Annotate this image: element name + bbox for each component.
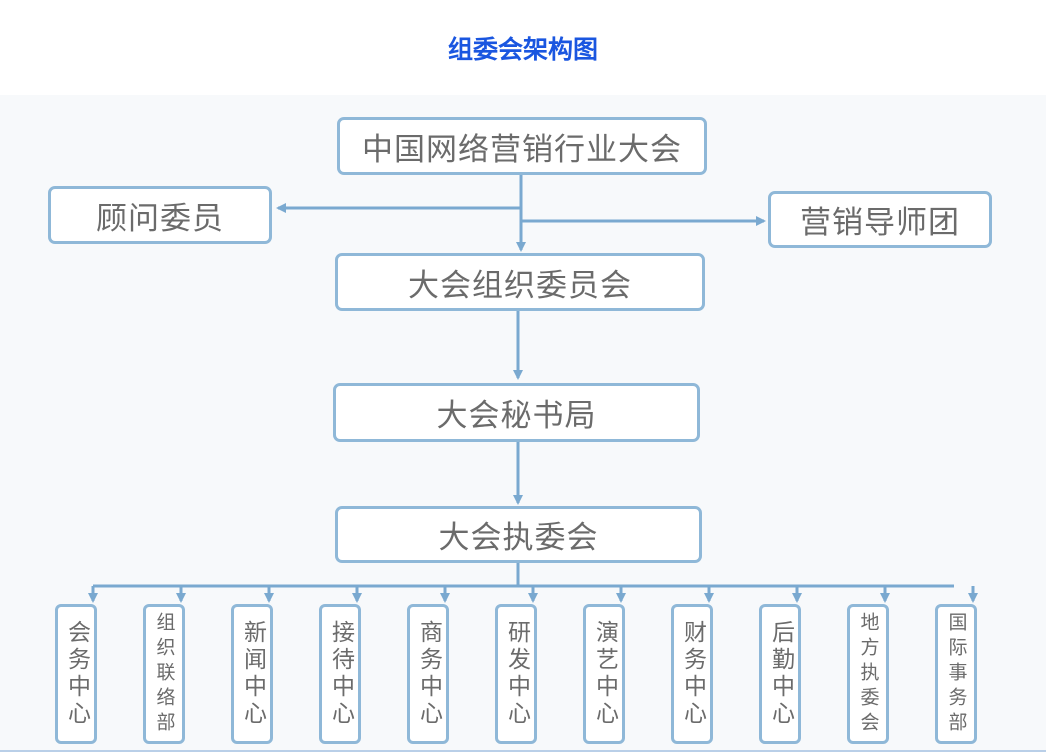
department-box: 会务中心 [55,604,97,744]
executive-committee-node: 大会执委会 [335,506,702,563]
secretariat-label: 大会秘书局 [436,398,597,434]
root-node: 中国网络营销行业大会 [337,117,707,175]
department-label: 新闻中心 [239,620,266,728]
root-node-label: 中国网络营销行业大会 [362,131,682,168]
department-box: 国际事务部 [935,604,977,744]
department-label: 国际事务部 [945,611,968,737]
organizing-committee-label: 大会组织委员会 [408,267,632,304]
department-label: 后勤中心 [767,620,794,728]
executive-committee-label: 大会执委会 [438,520,599,556]
organizing-committee-node: 大会组织委员会 [335,253,705,311]
department-box: 新闻中心 [231,604,273,744]
advisors-node: 顾问委员 [48,186,272,244]
department-box: 组织联络部 [143,604,185,744]
department-label: 商务中心 [415,620,442,728]
secretariat-node: 大会秘书局 [333,383,700,442]
department-label: 接待中心 [327,620,354,728]
mentors-node: 营销导师团 [768,191,992,248]
department-label: 组织联络部 [153,611,176,737]
mentors-node-label: 营销导师团 [800,205,960,241]
department-label: 演艺中心 [591,620,618,728]
department-label: 地方执委会 [857,611,880,737]
bottom-border [0,750,1046,752]
department-box: 研发中心 [495,604,537,744]
department-label: 会务中心 [63,620,90,728]
department-label: 财务中心 [679,620,706,728]
department-box: 商务中心 [407,604,449,744]
department-box: 后勤中心 [759,604,801,744]
page-title: 组委会架构图 [447,35,598,64]
department-box: 接待中心 [319,604,361,744]
department-label: 研发中心 [503,620,530,728]
advisors-node-label: 顾问委员 [96,200,224,237]
department-box: 演艺中心 [583,604,625,744]
department-box: 地方执委会 [847,604,889,744]
department-box: 财务中心 [671,604,713,744]
